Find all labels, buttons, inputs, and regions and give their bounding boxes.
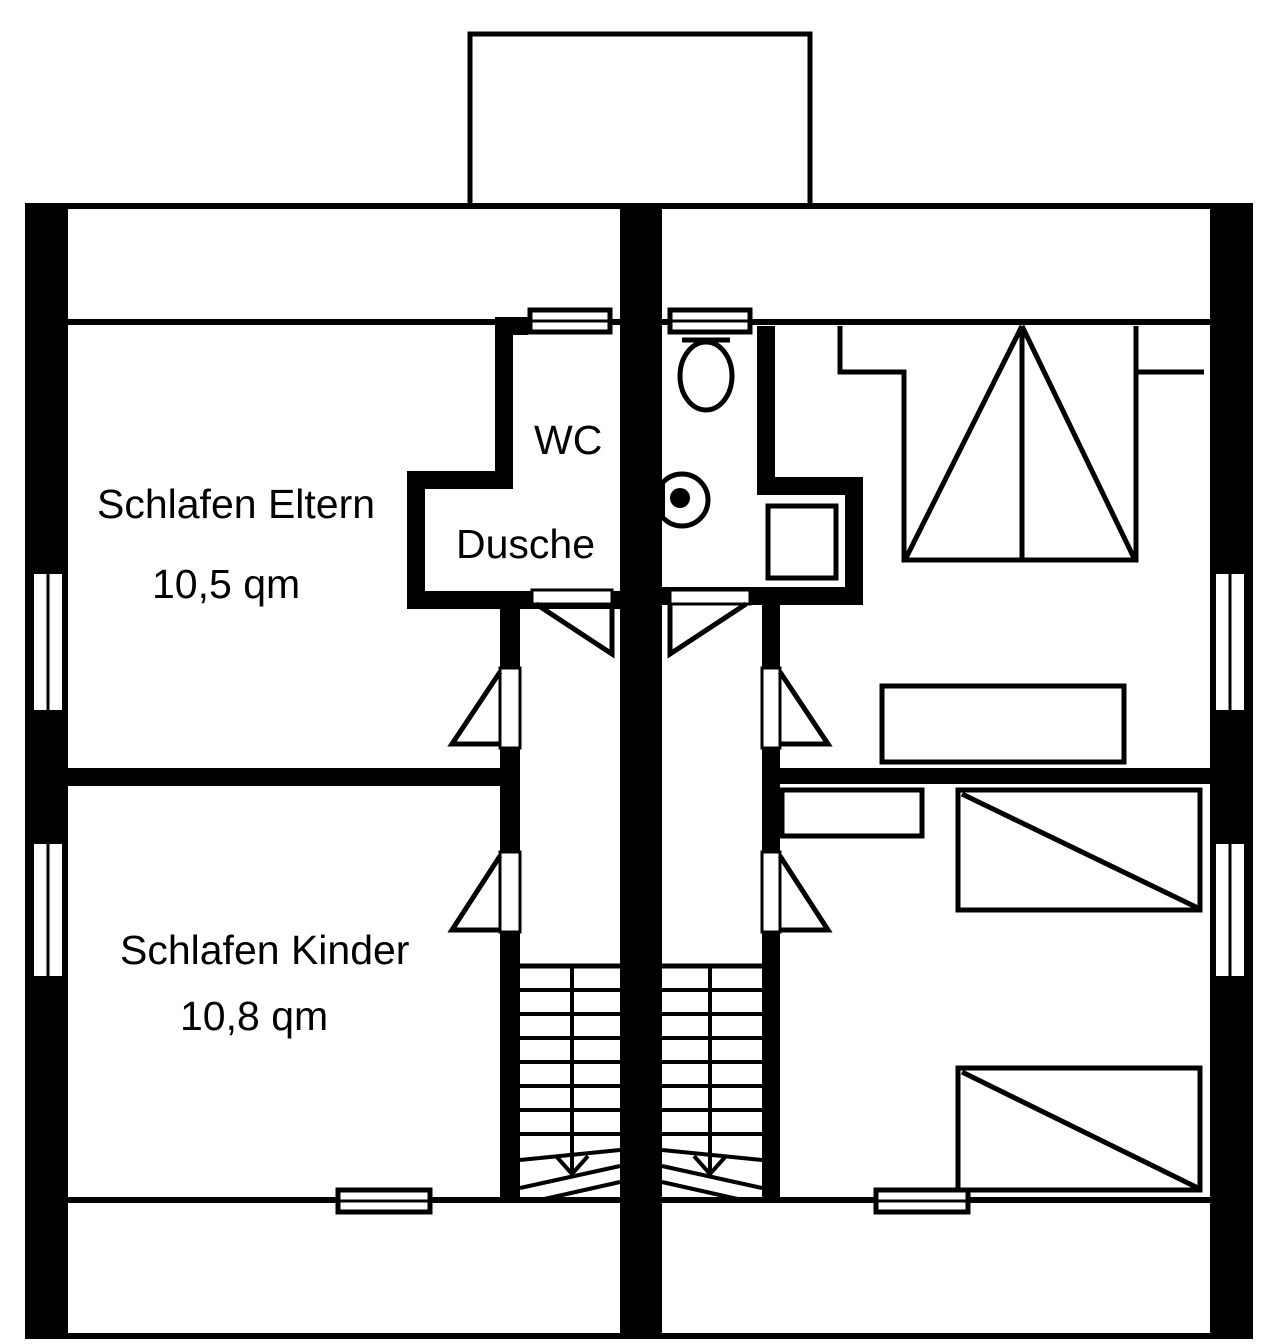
balcony bbox=[467, 31, 813, 209]
desk-icon bbox=[879, 683, 1127, 765]
bathroom-wall-right bbox=[662, 326, 863, 605]
room-area-eltern: 10,5 qm bbox=[152, 561, 300, 607]
window-right-lower bbox=[1212, 840, 1248, 980]
door-gap-right-upper bbox=[760, 666, 782, 750]
exterior-wall-right bbox=[1210, 206, 1250, 1336]
bedroom-divider-left bbox=[68, 768, 500, 786]
bed-lower-icon bbox=[955, 1065, 1203, 1193]
wash-basin-icon bbox=[653, 471, 711, 529]
toilet-icon bbox=[677, 339, 735, 413]
door-gap-right-bath bbox=[668, 588, 752, 606]
bedroom-divider-right bbox=[780, 768, 1210, 784]
door-gap-eltern bbox=[498, 666, 522, 750]
door-gap-left-bath bbox=[530, 588, 614, 606]
door-gap-right-lower bbox=[760, 850, 782, 934]
room-area-kinder: 10,8 qm bbox=[180, 993, 328, 1039]
window-bottom-left bbox=[335, 1187, 433, 1215]
door-swing-right-upper bbox=[777, 670, 833, 747]
shower-tray-icon bbox=[765, 503, 839, 581]
door-swing-left-bath bbox=[534, 601, 615, 659]
wardrobe-icon bbox=[837, 324, 1204, 563]
stairs-right bbox=[661, 963, 763, 1202]
shelf-icon bbox=[779, 787, 925, 839]
room-name-eltern: Schlafen Eltern bbox=[97, 481, 375, 527]
shower-label: Dusche bbox=[456, 521, 595, 567]
stairs-left bbox=[519, 963, 621, 1202]
bed-upper-icon bbox=[955, 787, 1203, 913]
bathroom-wall-left bbox=[407, 317, 620, 609]
exterior-wall-left bbox=[28, 206, 68, 1336]
door-swing-right-bath bbox=[667, 601, 748, 659]
window-bottom-right bbox=[873, 1187, 971, 1215]
door-swing-right-lower bbox=[777, 854, 833, 933]
center-wall bbox=[620, 206, 662, 1336]
window-left-lower bbox=[30, 840, 66, 980]
wc-label: WC bbox=[534, 417, 602, 463]
window-top-right bbox=[667, 307, 753, 335]
room-name-kinder: Schlafen Kinder bbox=[120, 927, 409, 973]
window-right-upper bbox=[1212, 570, 1248, 714]
door-swing-eltern bbox=[447, 670, 503, 747]
window-left-upper bbox=[30, 570, 66, 714]
door-swing-kinder bbox=[447, 854, 503, 933]
door-gap-kinder bbox=[498, 850, 522, 934]
window-top-left bbox=[527, 307, 613, 335]
